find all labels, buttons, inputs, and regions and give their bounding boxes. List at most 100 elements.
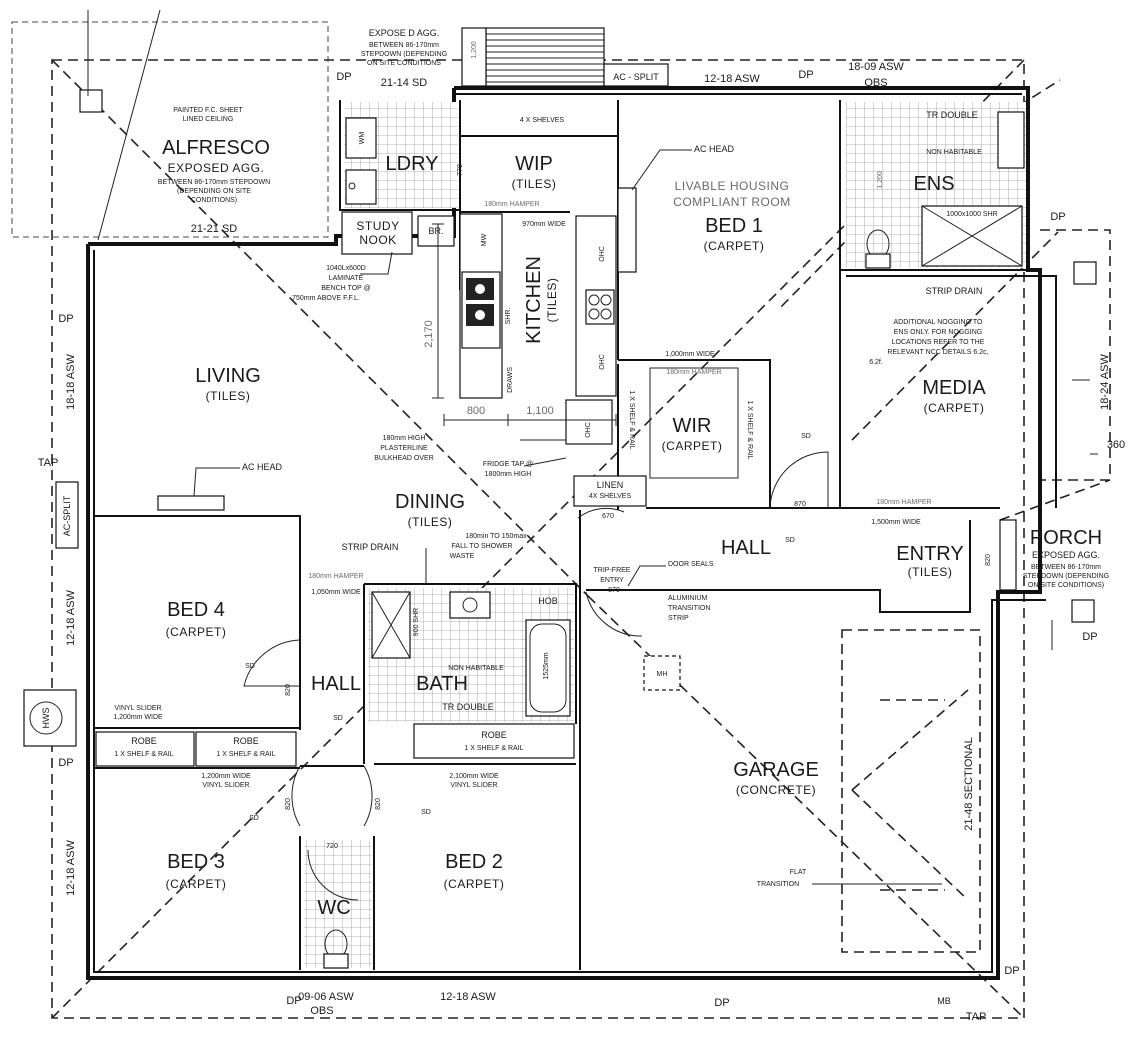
hamper-wir: 180mm HAMPER	[666, 369, 721, 376]
bed1-finish: (CARPET)	[704, 239, 765, 253]
strip-drain-bath: STRIP DRAIN	[342, 542, 399, 552]
flat-transition: TRANSITION	[757, 881, 799, 888]
ac-split-side: AC-SPLIT	[62, 495, 72, 536]
bed3-finish: (CARPET)	[166, 877, 227, 891]
door-size: 770	[457, 164, 464, 176]
porch-note: STEPDOWN (DEPENDING	[1023, 573, 1109, 580]
fixtures	[23, 89, 1097, 969]
overhead-cupboard: OHC	[585, 422, 592, 438]
living-name: LIVING	[195, 365, 261, 387]
dim-2170: 2,170	[423, 320, 435, 348]
hamper-kitchen: 180mm HAMPER	[484, 201, 539, 208]
kitchen-finish: (TILES)	[545, 278, 559, 323]
bath-length: 1525mm	[543, 652, 550, 679]
door-size: 720	[326, 843, 338, 850]
slider-note: VINYL SLIDER	[450, 782, 497, 789]
shower-ens: 1000x1000 SHR	[946, 211, 997, 218]
window-12-18-asw-left2: 12-18 ASW	[65, 840, 77, 896]
smoke-detector: SD	[785, 537, 795, 544]
trip-free-note: ENTRY	[600, 577, 624, 584]
window-09-06-asw: 09-06 ASW	[298, 991, 354, 1003]
entry-name: ENTRY	[896, 543, 963, 565]
window-21-21-sd: 21-21 SD	[191, 223, 238, 235]
hall-right-name: HALL	[721, 537, 771, 559]
nogging-note: LOCATIONS REFER TO THE	[892, 339, 985, 346]
wide-1050: 1,050mm WIDE	[311, 589, 361, 596]
aluminium-note: STRIP	[668, 615, 689, 622]
porch-note: ON SITE CONDITIONS)	[1028, 582, 1104, 589]
bed4-name: BED 4	[167, 599, 225, 621]
bench-note: BENCH TOP @	[321, 285, 371, 292]
study-name: STUDY	[356, 219, 399, 233]
smoke-detector: SD	[801, 433, 811, 440]
wc-name: WC	[317, 897, 350, 919]
ac-split-top: AC - SPLIT	[613, 72, 659, 82]
bed4-finish: (CARPET)	[166, 625, 227, 639]
living-finish: (TILES)	[206, 389, 251, 403]
media-name: MEDIA	[922, 377, 986, 399]
manhole-label: MH	[657, 671, 668, 678]
bench-note: 1040Lx600D	[326, 265, 366, 272]
annotations: EXPOSE D AGG. BETWEEN 86-170mm STEPDOWN …	[38, 28, 1125, 1023]
window-12-18-asw-bottom: 12-18 ASW	[440, 991, 496, 1003]
ac-head-living: AC HEAD	[242, 462, 283, 472]
tr-double-ens: TR DOUBLE	[926, 110, 978, 120]
wip-shelves: 4 X SHELVES	[520, 117, 565, 124]
strip-drain-ens: STRIP DRAIN	[926, 286, 983, 296]
wip-finish: (TILES)	[512, 177, 557, 191]
dp-right: DP	[1050, 211, 1065, 223]
wir-name: WIR	[673, 415, 712, 437]
hws-label: HWS	[41, 708, 51, 729]
flat-transition: FLAT	[790, 869, 807, 876]
garage-finish: (CONCRETE)	[736, 783, 816, 797]
nogging-note: RELEVANT NCC DETAILS 6.2c,	[887, 349, 988, 356]
alfresco-finish: EXPOSED AGG.	[168, 161, 265, 175]
garage-door-21-48: 21-48 SECTIONAL	[963, 737, 975, 831]
alfresco-note: (DEPENDING ON SITE	[177, 188, 251, 195]
robe-shelf: 1 X SHELF & RAIL	[464, 745, 523, 752]
alfresco-note: BETWEEN 86-170mm STEPDOWN	[158, 179, 270, 186]
slider-note: 1,200mm WIDE	[113, 714, 163, 721]
slider-note: 1,200mm WIDE	[201, 773, 251, 780]
window-12-18-asw-top: 12-18 ASW	[704, 73, 760, 85]
dim-800: 800	[467, 405, 485, 417]
bed2-finish: (CARPET)	[444, 877, 505, 891]
window-obs-bottom: OBS	[310, 1005, 333, 1017]
slider-note: 2,100mm WIDE	[449, 773, 499, 780]
tap-left: TAP	[38, 457, 59, 469]
nogging-note: ADDITIONAL NOGGING TO	[894, 319, 983, 326]
hall-left-name: HALL	[311, 673, 361, 695]
hamper-ens: 180mm HAMPER	[876, 499, 931, 506]
tr-double-bath: TR DOUBLE	[442, 702, 494, 712]
dp-top: DP	[798, 69, 813, 81]
window-obs-top: OBS	[864, 77, 887, 89]
alfresco-name: ALFRESCO	[162, 137, 270, 159]
dp-left-lower: DP	[58, 757, 73, 769]
slider-note: VINYL SLIDER	[202, 782, 249, 789]
window-18-09-asw: 18-09 ASW	[848, 61, 904, 73]
bench-note: LAMINATE	[329, 275, 364, 282]
bath-name: BATH	[416, 673, 468, 695]
nogging-note: ENS ONLY. FOR NOGGING	[894, 329, 982, 336]
hamper-bed4: 180mm HAMPER	[308, 573, 363, 580]
fall-note: 180min TO 150max	[465, 533, 527, 540]
door-size: 820	[985, 554, 992, 566]
dim-1100: 1,100	[526, 405, 554, 417]
ldry-name: LDRY	[386, 153, 439, 175]
non-habitable-bath: NON HABITABLE	[448, 665, 504, 672]
bulkhead-note: BULKHEAD OVER	[374, 455, 434, 462]
slider-note: VINYL SLIDER	[114, 705, 161, 712]
door-size: 870	[794, 501, 806, 508]
aluminium-note: TRANSITION	[668, 605, 710, 612]
window-12-18-asw-left: 12-18 ASW	[65, 590, 77, 646]
fridge-note: FRIDGE TAP @	[483, 461, 533, 468]
smoke-detector: SD	[333, 715, 343, 722]
dim-1200b: 1,200	[471, 41, 478, 59]
dp-bottom-left: DP	[286, 995, 301, 1007]
label-expose-agg-note: ON SITE CONDITIONS	[367, 60, 441, 67]
door-seals: DOOR SEALS	[668, 561, 714, 568]
smoke-detector: SD	[421, 809, 431, 816]
dining-name: DINING	[395, 491, 465, 513]
smoke-detector: SD	[245, 663, 255, 670]
bench-note: 750mm ABOVE F.F.L.	[292, 295, 360, 302]
